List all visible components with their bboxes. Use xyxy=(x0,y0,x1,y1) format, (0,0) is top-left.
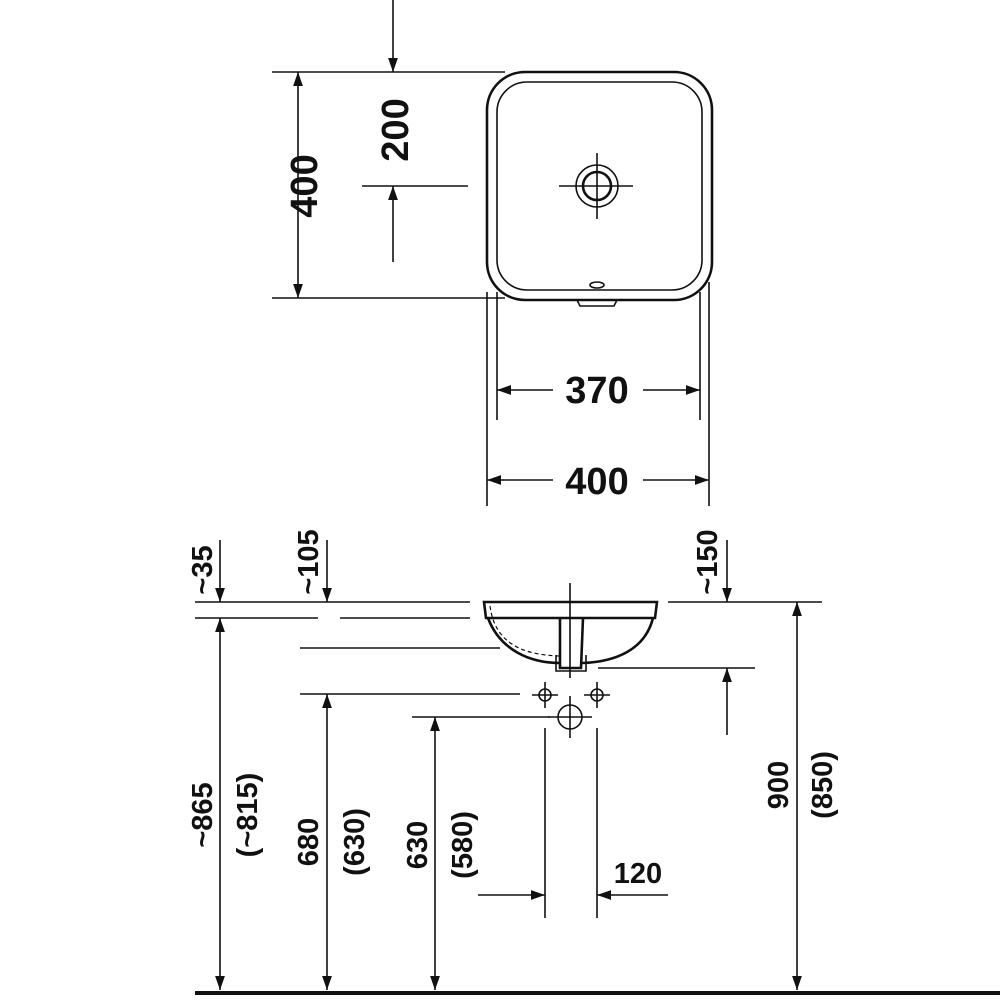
basin-side-section xyxy=(482,583,659,678)
basin-outer-rim xyxy=(485,70,714,302)
dim-height-rim-label: ~865 xyxy=(187,782,219,847)
dim-drain-offset-label: 200 xyxy=(375,98,417,161)
drain-icon xyxy=(559,153,633,219)
side-view: ~35 ~865 (~815) ~105 680 (630) 630 (580)… xyxy=(187,529,1000,995)
dim-inner-width-label: 370 xyxy=(565,370,628,412)
dim-tap-spacing-label: 120 xyxy=(614,858,662,890)
dim-height-waste-label: 630 xyxy=(402,821,434,869)
waste-outlet-icon xyxy=(548,696,592,738)
dim-height-total-alt-label: (850) xyxy=(807,751,839,819)
dim-height-total-label: 900 xyxy=(763,761,795,809)
tap-hole-left-icon xyxy=(532,682,558,708)
tap-ledge xyxy=(576,299,618,307)
dim-height-water-alt-label: (630) xyxy=(339,808,371,876)
tap-hole-right-icon xyxy=(584,682,610,708)
overflow-icon xyxy=(589,281,605,289)
dim-height-waste-alt-label: (580) xyxy=(447,811,479,879)
dim-drain-offset-side-label: ~105 xyxy=(293,529,325,594)
dim-height-water-label: 680 xyxy=(293,818,325,866)
dim-rim-offset-left-label: ~35 xyxy=(187,545,219,594)
dim-height-rim-alt-label: (~815) xyxy=(232,773,264,858)
dim-rim-offset-right-label: ~150 xyxy=(692,529,724,594)
basin-inner-bowl xyxy=(496,81,703,291)
dim-depth-label: 400 xyxy=(284,154,326,217)
dim-outer-width-label: 400 xyxy=(565,461,628,503)
top-view: 400 200 370 400 xyxy=(272,0,714,506)
